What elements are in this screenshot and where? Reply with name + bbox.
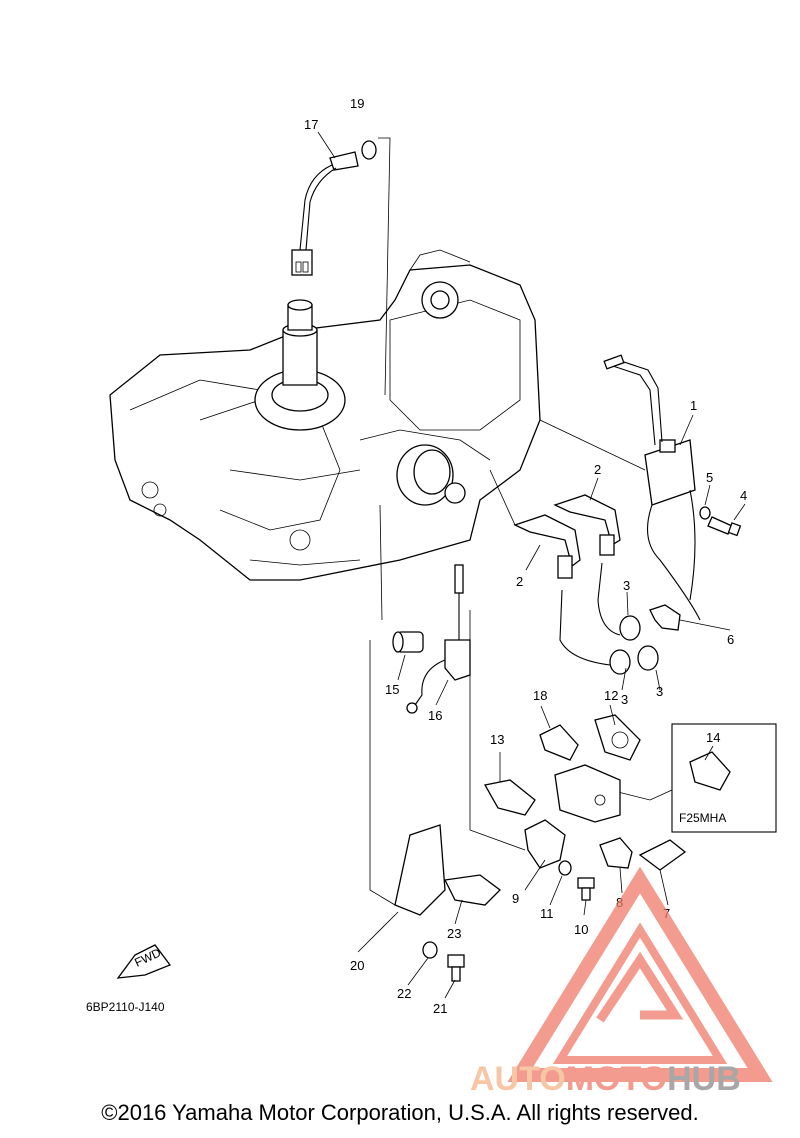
watermark-triangle-icon [507, 866, 773, 1082]
part-19-washer [361, 140, 377, 160]
part-21-bolt [447, 954, 465, 982]
part-1-ignition-coil [539, 354, 701, 621]
part-4-bolt [707, 516, 742, 537]
part-14-clip [689, 751, 731, 791]
svg-text:AUTOMOTOHUB: AUTOMOTOHUB [470, 1060, 741, 1098]
callout-1: 1 [690, 398, 697, 413]
part-16-lead [406, 564, 471, 714]
part-6-clamp [649, 604, 681, 631]
part-18-clip [539, 724, 579, 761]
part-8-grommet [599, 837, 633, 869]
callout-10: 10 [574, 922, 588, 937]
callout-2-upper: 2 [594, 462, 601, 477]
callout-11: 11 [540, 906, 554, 921]
part-23-clamp [444, 874, 501, 906]
callout-17: 17 [304, 117, 318, 132]
part-11-washer [558, 860, 572, 876]
callout-labels: 19 17 1 2 5 4 2 3 6 3 3 15 16 18 12 13 1… [86, 96, 747, 1016]
part-9-bracket [469, 610, 621, 869]
part-3-grommets [609, 615, 659, 675]
part-5-washer [699, 506, 711, 520]
callout-5: 5 [706, 470, 713, 485]
watermark-hub: HUB [667, 1060, 741, 1098]
callout-6: 6 [727, 632, 734, 647]
callout-21: 21 [433, 1001, 447, 1016]
leader-lines [317, 131, 746, 999]
part-12-holder [594, 714, 641, 761]
callout-2-lower: 2 [516, 574, 523, 589]
part-7-clip [638, 839, 687, 871]
callout-18: 18 [533, 688, 547, 703]
part-2-plug-caps [489, 469, 621, 666]
callout-15: 15 [385, 682, 399, 697]
part-15-switch [392, 631, 424, 653]
callout-13: 13 [490, 732, 504, 747]
callout-23: 23 [447, 926, 461, 941]
callout-16: 16 [428, 708, 442, 723]
engine-block [109, 249, 541, 581]
callout-3-upper: 3 [623, 578, 630, 593]
leader-line-19 [378, 137, 391, 396]
part-13-clamp [483, 779, 536, 816]
fwd-arrow: FWD [116, 944, 172, 979]
callout-22: 22 [397, 986, 411, 1001]
callout-3-lower-left: 3 [621, 692, 628, 707]
watermark-logo: AUTOMOTOHUB [470, 866, 773, 1098]
leader-line-15 [379, 504, 383, 621]
callout-20: 20 [350, 958, 364, 973]
diagram-code: 6BP2110-J140 [86, 1000, 165, 1014]
watermark-moto: MOTO [566, 1060, 667, 1098]
model-box-label: F25MHA [679, 811, 726, 825]
callout-14: 14 [706, 730, 720, 745]
callout-4: 4 [740, 488, 747, 503]
leader-line-14 [609, 789, 673, 801]
part-17-sensor-lead [291, 151, 359, 276]
callout-3-lower-right: 3 [656, 684, 663, 699]
watermark-auto: AUTO [470, 1060, 566, 1098]
callout-19: 19 [350, 96, 364, 111]
callout-9: 9 [512, 891, 519, 906]
callout-12: 12 [604, 688, 618, 703]
part-22-washer [422, 941, 438, 959]
part-10-bolt [577, 877, 595, 901]
part-20-bracket [369, 640, 446, 916]
copyright-notice: ©2016 Yamaha Motor Corporation, U.S.A. A… [101, 1100, 699, 1125]
